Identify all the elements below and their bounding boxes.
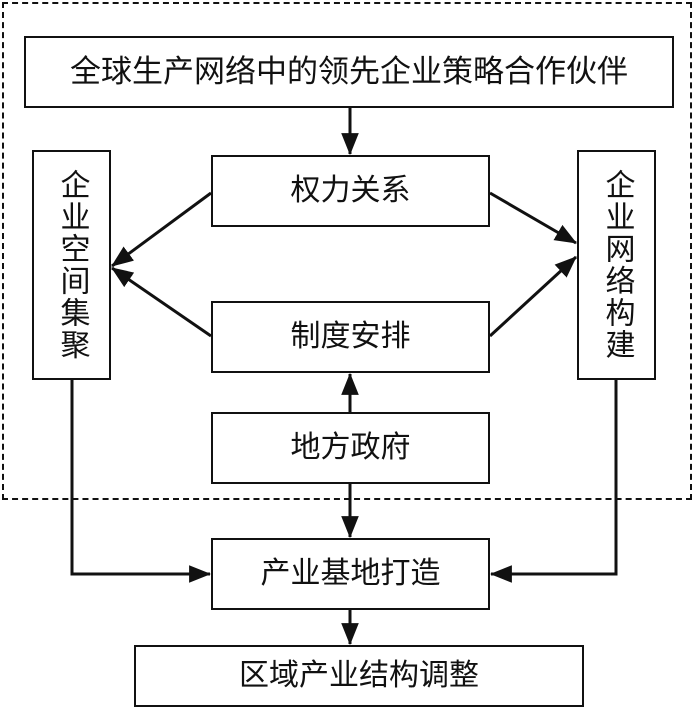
node-regional-industrial-adjustment-label: 区域产业结构调整 <box>239 658 479 693</box>
node-enterprise-network-construction: 企业网络构建 <box>577 150 656 380</box>
node-local-government-label: 地方政府 <box>290 430 411 465</box>
node-enterprise-spatial-agglomeration: 企业空间集聚 <box>32 150 111 380</box>
node-enterprise-network-construction-label: 企业网络构建 <box>599 169 635 361</box>
node-institutional-arrangement: 制度安排 <box>211 301 490 373</box>
node-industrial-base-building: 产业基地打造 <box>211 538 490 610</box>
node-power-relations: 权力关系 <box>211 155 490 227</box>
node-enterprise-spatial-agglomeration-label: 企业空间集聚 <box>54 169 90 361</box>
node-regional-industrial-adjustment: 区域产业结构调整 <box>134 645 584 707</box>
node-power-relations-label: 权力关系 <box>290 173 411 208</box>
node-local-government: 地方政府 <box>211 412 490 484</box>
dashed-boundary <box>2 2 692 500</box>
node-institutional-arrangement-label: 制度安排 <box>290 319 411 354</box>
node-industrial-base-building-label: 产业基地打造 <box>260 556 441 591</box>
node-top-partner: 全球生产网络中的领先企业策略合作伙伴 <box>24 36 674 108</box>
node-top-partner-label: 全球生产网络中的领先企业策略合作伙伴 <box>70 53 628 90</box>
